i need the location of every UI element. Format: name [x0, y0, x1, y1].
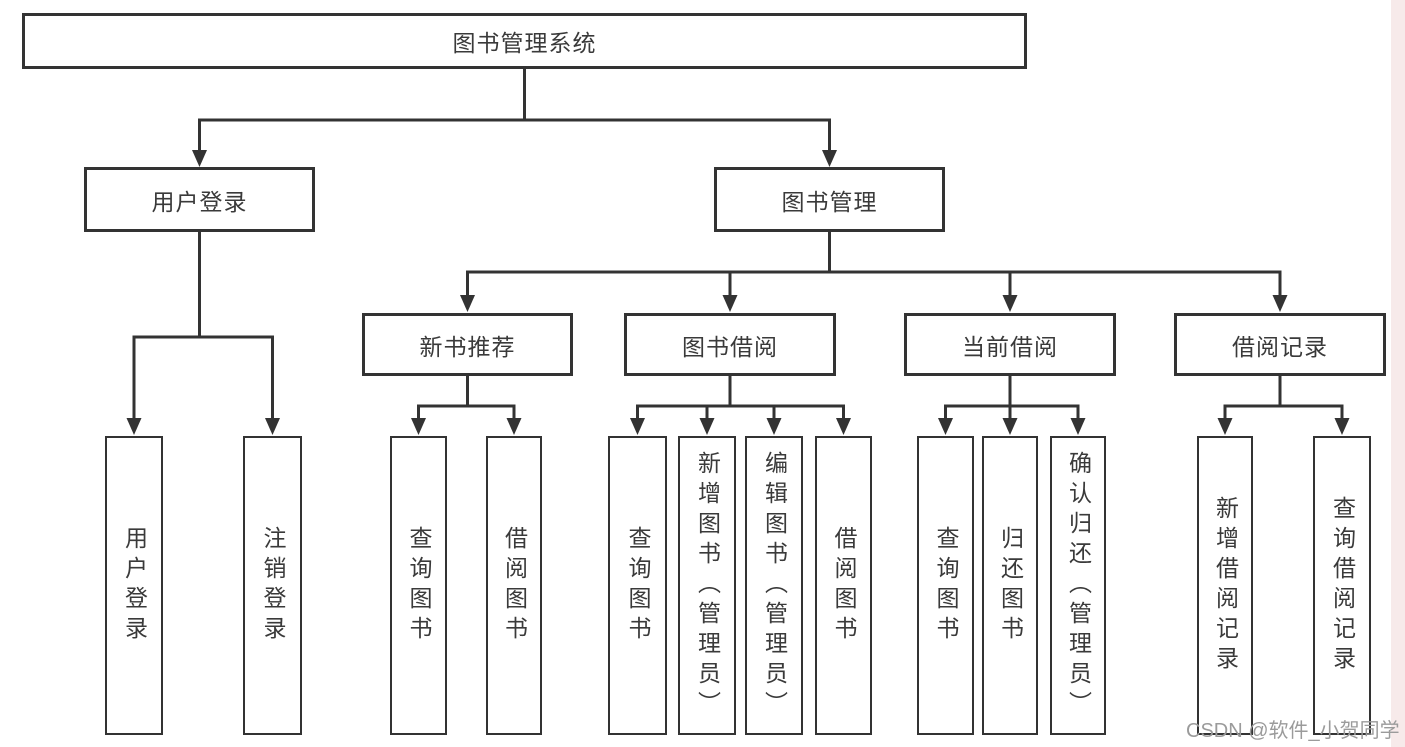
leaf-cb-confirm-return-admin: 确认归还（管理员）	[1050, 436, 1106, 735]
node-label: 用户登录	[121, 525, 148, 646]
node-label: 新增图书（管理员）	[694, 450, 721, 721]
node-label: 查询图书	[933, 525, 959, 646]
node-label: 新增借阅记录	[1212, 495, 1239, 676]
csdn-watermark: CSDN @软件_小贺同学	[1186, 720, 1400, 742]
leaf-cb-return-books: 归还图书	[982, 436, 1038, 735]
leaf-bb-add-books-admin: 新增图书（管理员）	[678, 436, 736, 735]
node-label: 借阅图书	[501, 525, 528, 646]
leaf-rec-query-books: 查询图书	[390, 436, 447, 735]
leaf-br-query-record: 查询借阅记录	[1313, 436, 1371, 735]
node-label: 查询借阅记录	[1329, 495, 1356, 676]
leaf-bb-borrow-books: 借阅图书	[815, 436, 872, 735]
node-root-library-management-system: 图书管理系统	[22, 13, 1027, 69]
node-label: 归还图书	[997, 525, 1024, 646]
node-book-borrowing: 图书借阅	[624, 313, 836, 376]
node-label: 新书推荐	[419, 333, 516, 360]
node-user-login: 用户登录	[84, 167, 315, 232]
node-label: 注销登录	[260, 525, 286, 646]
node-borrowing-records: 借阅记录	[1174, 313, 1386, 376]
leaf-cb-query-books: 查询图书	[917, 436, 974, 735]
node-label: 查询图书	[406, 525, 432, 646]
leaf-rec-borrow-books: 借阅图书	[486, 436, 542, 735]
leaf-logout: 注销登录	[243, 436, 302, 735]
right-edge-strip	[1391, 0, 1405, 747]
node-label: 用户登录	[151, 188, 248, 215]
node-current-borrowing: 当前借阅	[904, 313, 1116, 376]
node-label: 借阅图书	[831, 525, 857, 646]
node-label: 图书管理	[781, 188, 878, 215]
leaf-bb-query-books: 查询图书	[608, 436, 667, 735]
node-label: 图书管理系统	[452, 30, 597, 56]
node-label: 当前借阅	[962, 333, 1058, 360]
node-label: 编辑图书（管理员）	[761, 450, 788, 721]
leaf-br-add-record: 新增借阅记录	[1197, 436, 1253, 735]
node-label: 图书借阅	[682, 333, 778, 360]
leaf-bb-edit-books-admin: 编辑图书（管理员）	[745, 436, 803, 735]
node-book-management: 图书管理	[714, 167, 945, 232]
node-label: 借阅记录	[1232, 333, 1328, 360]
node-label: 查询图书	[625, 525, 651, 646]
node-label: 确认归还（管理员）	[1065, 450, 1092, 721]
node-new-book-recommendation: 新书推荐	[362, 313, 573, 376]
leaf-user-login: 用户登录	[105, 436, 163, 735]
